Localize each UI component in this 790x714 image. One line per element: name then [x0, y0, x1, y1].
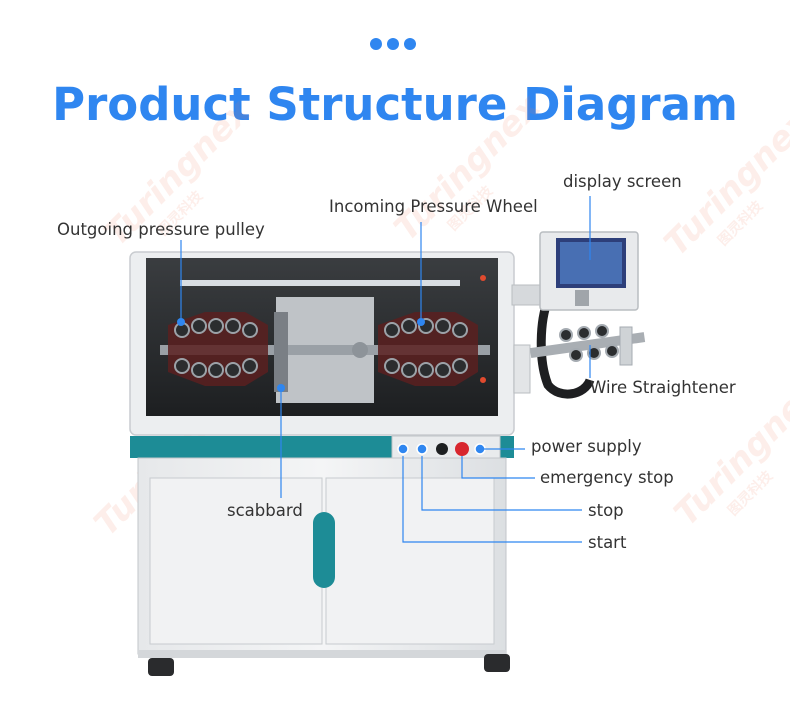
label-start: start [588, 533, 627, 552]
caster-wheels [148, 654, 510, 676]
power-switch-icon [436, 443, 448, 455]
cabinet-door-left [149, 477, 323, 645]
stop-button-icon [416, 443, 428, 455]
light-bar [180, 280, 460, 286]
page-title: Product Structure Diagram [52, 78, 738, 131]
start-button-icon [397, 443, 409, 455]
scabbard-block [274, 312, 288, 392]
door-handle [313, 512, 335, 588]
header-dots [370, 38, 416, 50]
label-power-supply: power supply [531, 437, 642, 456]
shaft-collar [352, 342, 368, 358]
label-wire-straightener: Wire Straightener [590, 378, 736, 397]
label-scabbard: scabbard [227, 501, 303, 520]
shaft [160, 345, 490, 355]
label-stop: stop [588, 501, 624, 520]
dot-icon [387, 38, 399, 50]
incoming-wheel-assembly [378, 312, 478, 386]
leader-lines [180, 196, 591, 543]
label-display-screen: display screen [563, 172, 682, 191]
cable [536, 298, 595, 399]
label-emergency-stop: emergency stop [540, 468, 674, 487]
emergency-stop-icon [455, 442, 469, 456]
dot-icon [370, 38, 382, 50]
dot-icon [404, 38, 416, 50]
side-block [513, 344, 531, 394]
label-incoming-pressure-wheel: Incoming Pressure Wheel [329, 197, 538, 216]
wire-straightener-assembly [529, 324, 646, 366]
label-outgoing-pressure-pulley: Outgoing pressure pulley [57, 220, 265, 239]
cabinet-door-right [325, 477, 495, 645]
outgoing-pulley-assembly [168, 312, 268, 386]
